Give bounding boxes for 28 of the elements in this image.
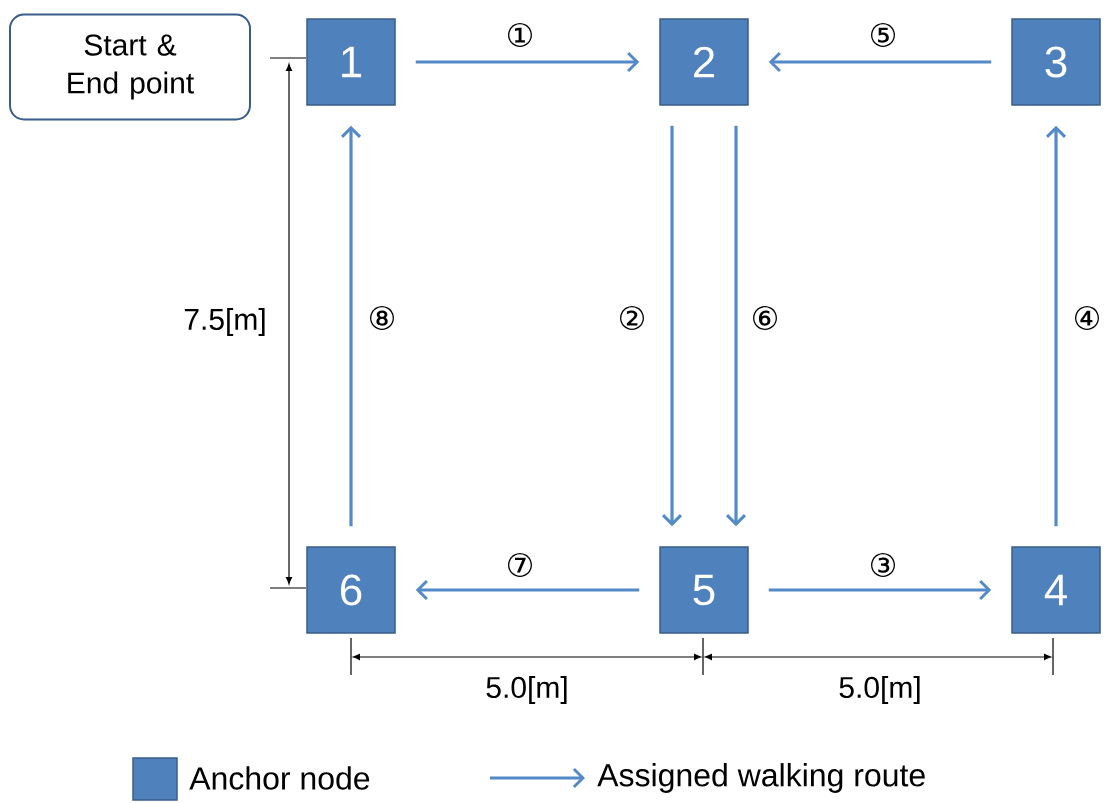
arrow: [1045, 125, 1067, 527]
dimension-label: 5.0[m]: [483, 674, 571, 706]
arrow: [768, 51, 992, 73]
anchor-node: 2: [659, 18, 749, 106]
arrow: [415, 51, 640, 73]
arrow: [768, 579, 992, 601]
legend-label: Assigned walking route: [597, 763, 925, 793]
edge-label: ①: [504, 22, 536, 48]
anchor-node: 3: [1011, 18, 1101, 106]
edge-label: ②: [616, 305, 648, 331]
arrow: [340, 125, 362, 527]
edge-label: ⑥: [749, 305, 781, 331]
arrow: [415, 579, 640, 601]
anchor-node: 5: [659, 546, 749, 634]
edge-label: ④: [1071, 305, 1103, 331]
start-end-box: Start & End point: [9, 13, 251, 121]
dimension-label: 5.0[m]: [836, 674, 924, 706]
arrow: [725, 125, 747, 527]
edge-label: ③: [867, 552, 899, 578]
edge-label: ⑧: [366, 305, 398, 331]
dimension-label: 7.5[m]: [181, 306, 269, 338]
edge-label: ⑤: [867, 22, 899, 48]
legend-label: Anchor node: [189, 766, 370, 790]
edge-label: ⑦: [504, 552, 536, 578]
anchor-node: 4: [1011, 546, 1101, 634]
anchor-node: 6: [306, 546, 396, 634]
arrow: [661, 125, 683, 527]
anchor-node: 1: [306, 18, 396, 106]
